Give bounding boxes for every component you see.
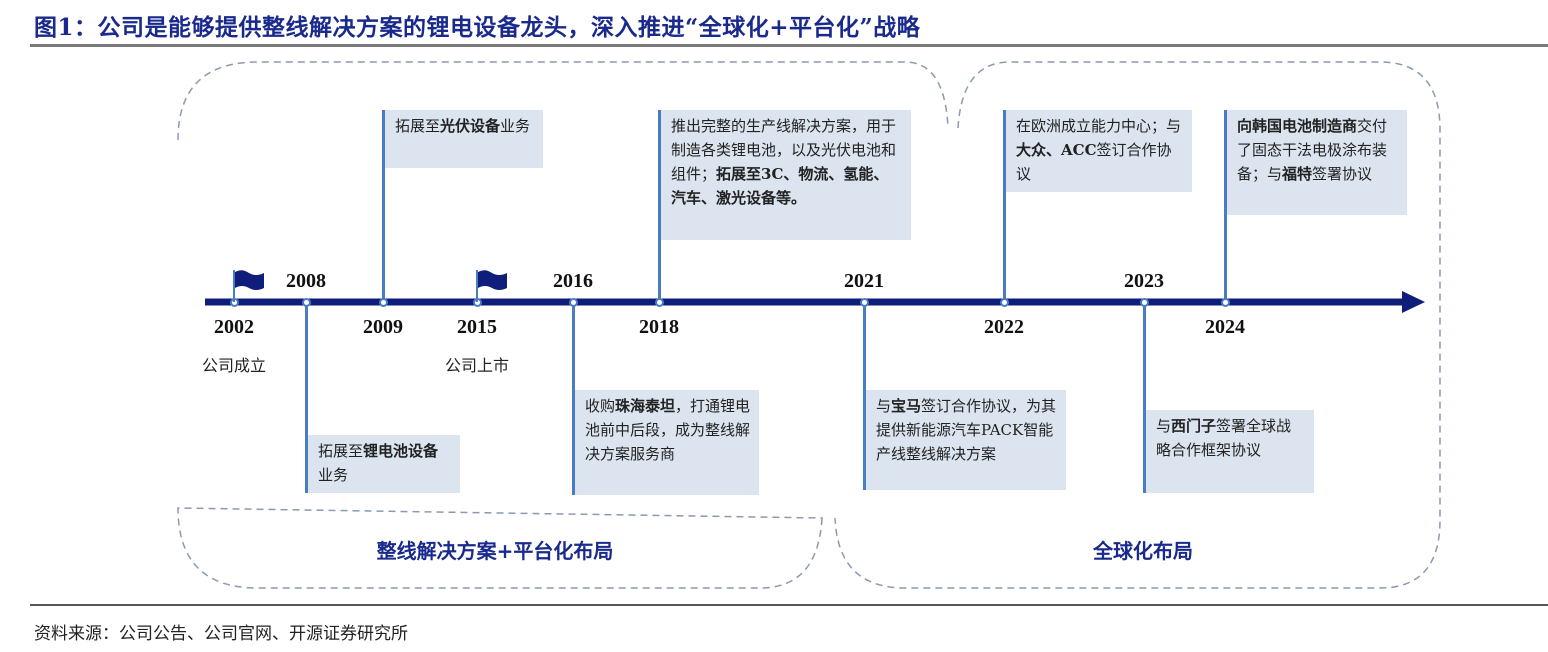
event-stem [305,302,308,493]
description-text: 交付了固态干法电极涂布装备；与 [1237,117,1388,183]
description-text: 业务 [318,466,349,484]
event-marker [860,298,869,307]
description-text: 推出完整的生产线解决方案，用于制造各类锂电池，以及光伏电池和组件； [671,117,897,183]
title-divider [30,44,1548,47]
footer-divider [30,604,1548,606]
highlight-text: 向韩国电池制造商 [1237,117,1358,135]
region-label-platform: 整线解决方案+平台化布局 [376,539,614,563]
highlight-text: 大众、ACC [1016,141,1097,159]
description-text: ，打通锂电池前中后段，成为整线解决方案服务商 [585,397,751,463]
event-marker [569,298,578,307]
description-text: 签订合作协议，为其提供新能源汽车PACK智能产线整线解决方案 [876,397,1057,463]
region-outline-right [834,61,1441,589]
event-stem [572,302,575,495]
highlight-text: 珠海泰坦 [615,397,676,415]
event-marker [1000,298,1009,307]
event-year: 2015 [457,316,497,338]
event-description-box: 在欧洲成立能力中心；与大众、ACC签订合作协议 [1006,110,1192,192]
event-year: 2022 [984,316,1024,338]
event-stem [1143,302,1146,493]
event-caption: 公司成立 [201,356,267,375]
event-year: 2009 [363,316,403,338]
event-year: 2024 [1205,316,1245,338]
description-text: 在欧洲成立能力中心；与 [1016,117,1182,135]
event-description-box: 与西门子签署全球战略合作框架协议 [1146,410,1314,493]
highlight-text: 锂电池设备 [363,442,439,460]
flag-icon [476,270,507,302]
event-year: 2018 [639,316,679,338]
event-marker [379,298,388,307]
region-outline-left [177,61,949,589]
highlight-text: 拓展至3C、物流、氢能、汽车、激光设备等。 [671,165,889,207]
event-marker [302,298,311,307]
flag-icon [233,270,264,302]
description-text: 拓展至 [395,117,441,135]
description-text: 与 [876,397,892,415]
event-marker [1221,298,1230,307]
event-stem [658,110,661,302]
event-description-box: 拓展至锂电池设备业务 [308,435,460,493]
event-description-box: 收购珠海泰坦，打通锂电池前中后段，成为整线解决方案服务商 [575,390,759,495]
event-year: 2008 [286,270,326,292]
event-description-box: 与宝马签订合作协议，为其提供新能源汽车PACK智能产线整线解决方案 [866,390,1066,490]
event-year: 2023 [1124,270,1164,292]
figure-title: 图1：公司是能够提供整线解决方案的锂电设备龙头，深入推进“全球化+平台化”战略 [34,14,921,41]
event-year: 2002 [214,316,254,338]
event-stem [382,110,385,302]
highlight-text: 西门子 [1171,417,1217,435]
event-year: 2021 [844,270,884,292]
description-text: 签署全球战略合作框架协议 [1156,417,1292,459]
event-description-box: 拓展至光伏设备业务 [385,110,543,168]
event-description-box: 向韩国电池制造商交付了固态干法电极涂布装备；与福特签署协议 [1227,110,1407,215]
source-note: 资料来源：公司公告、公司官网、开源证券研究所 [34,624,408,644]
region-label-global: 全球化布局 [1093,539,1193,563]
event-marker [655,298,664,307]
description-text: 签订合作协议 [1016,141,1172,183]
event-description-box: 推出完整的生产线解决方案，用于制造各类锂电池，以及光伏电池和组件；拓展至3C、物… [661,110,911,240]
description-text: 收购 [585,397,616,415]
description-text: 与 [1156,417,1172,435]
description-text: 业务 [500,117,531,135]
event-stem [1224,110,1227,302]
highlight-text: 光伏设备 [440,117,501,135]
description-text: 拓展至 [318,442,364,460]
description-text: 签署协议 [1312,165,1373,183]
highlight-text: 福特 [1282,165,1313,183]
timeline-arrow-icon [1402,291,1425,313]
highlight-text: 宝马 [891,397,922,415]
event-marker [1140,298,1149,307]
event-stem [863,302,866,490]
event-caption: 公司上市 [444,356,510,375]
event-year: 2016 [553,270,593,292]
event-stem [1003,110,1006,302]
